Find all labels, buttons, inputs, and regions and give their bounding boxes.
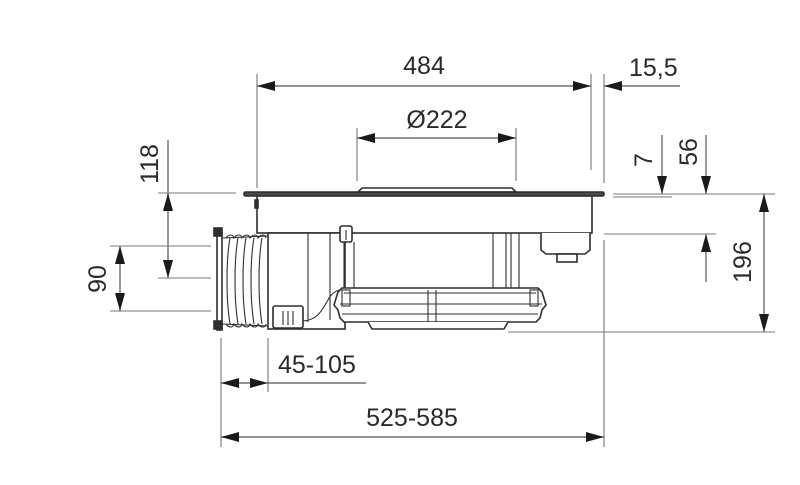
upper-housing [256, 195, 593, 234]
dimension-vent-diameter: Ø222 [356, 106, 517, 181]
housing-clip [254, 199, 259, 209]
cooktop-appliance [213, 187, 605, 331]
dimension-top-offset-left: 118 [136, 140, 236, 279]
dimension-duct-height: 90 [84, 245, 211, 312]
electronics-connector [556, 253, 578, 263]
dimension-label-diameter-222: Ø222 [406, 106, 467, 134]
dimension-label-7: 7 [630, 153, 658, 167]
dimension-label-90: 90 [84, 265, 112, 293]
dimension-glass-overhang: 15,5 [603, 54, 680, 183]
dimension-duct-extension: 45-105 [220, 338, 366, 447]
dimension-upper-body-height: 56 [604, 135, 775, 282]
dimension-label-15-5: 15,5 [629, 54, 678, 82]
duct-flange [216, 231, 223, 331]
dimension-label-484: 484 [403, 52, 445, 80]
dimension-label-56: 56 [675, 138, 703, 166]
cable-connector [272, 289, 342, 329]
flange-bolt-top [213, 227, 223, 237]
bellows-duct [213, 227, 269, 331]
dimension-glass-thickness: 7 [613, 135, 672, 198]
electronics-box [540, 233, 591, 255]
flange-bolt-bottom [213, 320, 223, 330]
dimension-total-depth: 525-585 [221, 240, 605, 447]
grease-filter-tray [333, 287, 547, 330]
dimension-label-45-105: 45-105 [278, 351, 356, 379]
dimension-label-196: 196 [729, 241, 757, 283]
dimension-overall-width: 484 [256, 52, 592, 188]
dimension-label-525-585: 525-585 [366, 404, 458, 432]
dimension-total-height: 196 [508, 194, 775, 333]
dimension-label-118: 118 [136, 144, 164, 184]
